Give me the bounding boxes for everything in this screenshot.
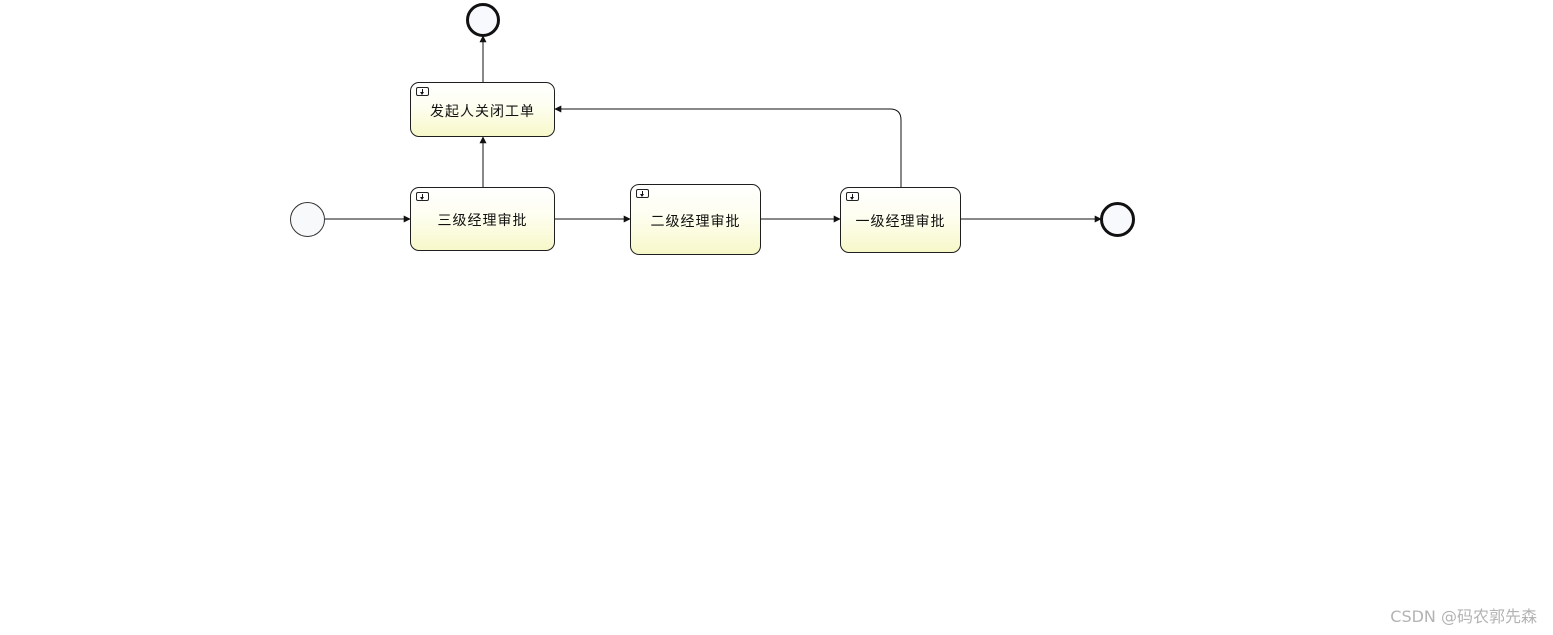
end-event-top[interactable]: [466, 3, 500, 37]
task-label: 二级经理审批: [650, 213, 741, 230]
watermark: CSDN @码农郭先森: [1390, 607, 1537, 626]
task-close-ticket[interactable]: 发起人关闭工单: [410, 82, 555, 137]
task-level3-approval[interactable]: 三级经理审批: [410, 187, 555, 251]
user-task-icon: [416, 192, 429, 201]
task-label: 发起人关闭工单: [430, 103, 535, 120]
user-task-icon: [416, 87, 429, 96]
task-label: 一级经理审批: [855, 214, 946, 230]
start-event[interactable]: [290, 202, 325, 237]
user-task-icon: [636, 189, 649, 198]
task-label: 三级经理审批: [437, 213, 528, 229]
end-event-right[interactable]: [1100, 202, 1135, 237]
flow-level1-to-close-ticket: [554, 105, 902, 187]
task-level1-approval[interactable]: 一级经理审批: [840, 187, 961, 253]
task-level2-approval[interactable]: 二级经理审批: [630, 184, 761, 255]
user-task-icon: [846, 192, 859, 201]
